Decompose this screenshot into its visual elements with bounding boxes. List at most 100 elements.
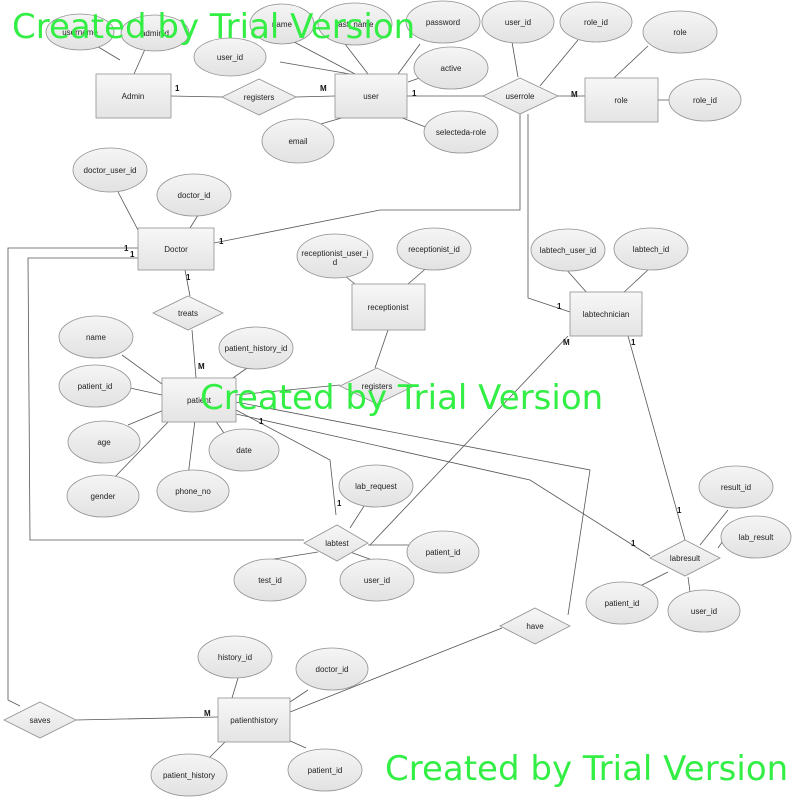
connector [621, 267, 651, 295]
attribute-admin-username[interactable]: username [45, 13, 115, 51]
relationship-userrole[interactable]: userrole [482, 77, 559, 115]
attribute-user-active[interactable]: active [413, 46, 489, 90]
relationship-treats[interactable]: treats [152, 295, 224, 331]
attribute-user-last-name[interactable]: last_name [317, 2, 393, 46]
cardinality-labels: 1 M 1 M 1 1 1 1 M 1 M 1 1 1 1 1 M [124, 84, 682, 718]
entity-admin[interactable]: Admin [95, 73, 172, 119]
cardinality-label: 1 [130, 250, 135, 259]
connector [184, 269, 191, 297]
connector [75, 716, 219, 721]
attribute-label: name [272, 20, 293, 29]
attribute-label: user_id [691, 607, 717, 616]
attribute-label: role_id [693, 96, 717, 105]
entity-doctor[interactable]: Doctor [137, 227, 215, 271]
attribute-label: receptionist_id [408, 245, 460, 254]
attribute-user-selected-role[interactable]: selecteda-role [423, 110, 499, 154]
connector [293, 41, 356, 75]
attribute-user-password[interactable]: password [405, 0, 481, 44]
connector [374, 329, 389, 369]
cardinality-label: 1 [337, 499, 342, 508]
attribute-labtest-patient-id[interactable]: patient_id [406, 530, 480, 574]
attribute-label: user_id [217, 53, 243, 62]
attribute-labtech-id[interactable]: labtech_id [613, 227, 689, 271]
attribute-labtest-lab-request[interactable]: lab_request [338, 464, 414, 508]
attribute-label: lab_request [355, 482, 398, 491]
attribute-history-patient-history[interactable]: patient_history [150, 753, 228, 797]
attribute-receptionist-id[interactable]: receptionist_id [396, 227, 472, 271]
connector [289, 627, 503, 713]
connector [279, 61, 351, 75]
entity-user[interactable]: user [334, 73, 408, 119]
attribute-labtest-user-id[interactable]: user_id [339, 558, 415, 602]
entity-labtechnician[interactable]: labtechnician [569, 291, 643, 337]
cardinality-label: 1 [186, 273, 191, 282]
relationship-have[interactable]: have [499, 607, 571, 645]
relationship-saves[interactable]: saves [3, 701, 77, 739]
attribute-labresult-user-id[interactable]: user_id [667, 589, 741, 633]
connector [613, 45, 649, 79]
watermark-text: Created by Trial Version [12, 7, 416, 47]
attribute-label: gender [91, 492, 116, 501]
attribute-label: age [97, 438, 111, 447]
attribute-history-patient-id[interactable]: patient_id [287, 748, 363, 792]
attribute-label: patient_id [426, 548, 461, 557]
attribute-label: active [441, 64, 462, 73]
relationship-registers-receptionist-patient[interactable]: registers [339, 367, 415, 405]
entity-role[interactable]: role [584, 77, 659, 123]
attribute-patient-age[interactable]: age [67, 420, 141, 464]
attribute-patient-gender[interactable]: gender [66, 474, 140, 518]
attribute-patient-history-id[interactable]: patient_history_id [218, 326, 294, 370]
attribute-labresult-patient-id[interactable]: patient_id [585, 581, 659, 625]
relationship-labresult[interactable]: labresult [649, 539, 721, 577]
attribute-labresult-lab-result[interactable]: lab_result [720, 515, 792, 559]
attribute-label: result_id [721, 483, 751, 492]
attribute-receptionist-user-id[interactable]: receptionist_user_i d [296, 233, 374, 279]
attribute-patient-name[interactable]: name [58, 315, 134, 359]
connector [121, 354, 163, 385]
attribute-label: lab_result [739, 533, 774, 542]
attribute-labresult-result-id[interactable]: result_id [698, 465, 774, 509]
attribute-doctor-user-id[interactable]: doctor_user_id [72, 147, 148, 193]
connector [349, 502, 367, 529]
connector [109, 419, 171, 483]
attribute-userrole-role-id[interactable]: role_id [559, 1, 633, 43]
connector [235, 409, 337, 516]
attribute-user-email[interactable]: email [261, 118, 335, 164]
attribute-patient-date[interactable]: date [208, 428, 280, 472]
attribute-patient-phone-no[interactable]: phone_no [156, 469, 230, 513]
attribute-label: patient_id [605, 599, 640, 608]
cardinality-label: 1 [557, 302, 562, 311]
connector [235, 384, 341, 396]
relationship-labtest[interactable]: labtest [303, 524, 369, 562]
attribute-labtest-test-id[interactable]: test_id [233, 558, 307, 602]
attribute-role-role-id[interactable]: role_id [668, 78, 742, 122]
attribute-label: patient_id [78, 382, 113, 391]
attribute-doctor-id[interactable]: doctor_id [156, 173, 232, 217]
attribute-role-role[interactable]: role [642, 10, 718, 54]
cardinality-label: M [571, 90, 578, 99]
attribute-label: doctor_user_id [84, 166, 137, 175]
attribute-label: email [288, 137, 307, 146]
connector [129, 387, 163, 396]
connector [397, 43, 421, 75]
entity-receptionist[interactable]: receptionist [351, 283, 426, 331]
relationship-label: registers [244, 93, 275, 102]
attribute-label: patient_history [163, 771, 215, 780]
attribute-patient-id[interactable]: patient_id [58, 364, 132, 408]
attribute-label: labtech_id [633, 245, 669, 254]
relationship-label: registers [362, 382, 393, 391]
attribute-label: role_id [584, 18, 608, 27]
attribute-history-doctor-id[interactable]: doctor_id [295, 647, 369, 691]
attribute-user-user-id[interactable]: user_id [193, 37, 267, 77]
cardinality-label: 1 [677, 506, 682, 515]
entity-patient[interactable]: patient [161, 377, 237, 423]
relationship-registers-admin-user[interactable]: registers [221, 78, 297, 116]
attribute-userrole-user-id[interactable]: user_id [481, 0, 555, 44]
attribute-admin-adminid[interactable]: adminid [120, 14, 190, 52]
attribute-history-history-id[interactable]: history_id [197, 635, 273, 679]
attribute-labtech-user-id[interactable]: labtech_user_id [530, 228, 606, 272]
connector [127, 409, 165, 426]
attribute-user-name[interactable]: name [249, 3, 315, 45]
entity-patienthistory[interactable]: patienthistory [217, 697, 291, 743]
